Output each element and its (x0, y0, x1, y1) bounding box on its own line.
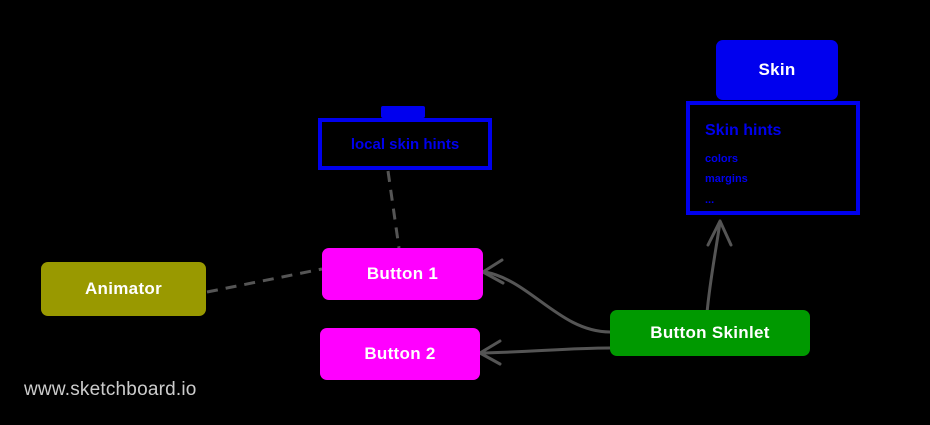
node-button-1-label: Button 1 (366, 264, 439, 283)
note-skin-hints-item: ... (705, 194, 715, 206)
note-local-skin-hints-tab (381, 106, 425, 118)
edge-skinlet-button2-arrowhead (478, 339, 502, 366)
edge-skinlet-button1-arrowhead (481, 258, 505, 285)
node-animator[interactable]: Animator (41, 262, 206, 316)
edge-skinlet-button1 (483, 270, 612, 334)
node-animator-label: Animator (84, 279, 162, 298)
note-skin-hints[interactable]: Skin hints colors margins ... (686, 101, 860, 215)
note-local-skin-hints[interactable]: local skin hints (318, 118, 492, 170)
note-skin-hints-item: colors (705, 153, 739, 165)
note-skin-hints-item: margins (705, 173, 748, 185)
node-button-skinlet[interactable]: Button Skinlet (610, 310, 810, 356)
node-button-2-label: Button 2 (364, 344, 436, 363)
node-button-1[interactable]: Button 1 (322, 248, 483, 300)
edge-skinlet-skinhints (705, 220, 722, 315)
edge-skinlet-skinhints-arrowhead (706, 219, 733, 247)
node-button-skinlet-label: Button Skinlet (650, 323, 770, 342)
edge-localhints-button1 (386, 170, 401, 249)
note-local-skin-hints-title: local skin hints (350, 135, 460, 153)
node-skin[interactable]: Skin (716, 40, 838, 100)
node-skin-label: Skin (758, 60, 796, 79)
edge-skinlet-button2 (480, 346, 612, 355)
node-button-2[interactable]: Button 2 (320, 328, 480, 380)
note-skin-hints-title: Skin hints (705, 122, 782, 139)
watermark-sketchboard: www.sketchboard.io (24, 379, 197, 400)
edge-animator-button1 (206, 267, 323, 294)
